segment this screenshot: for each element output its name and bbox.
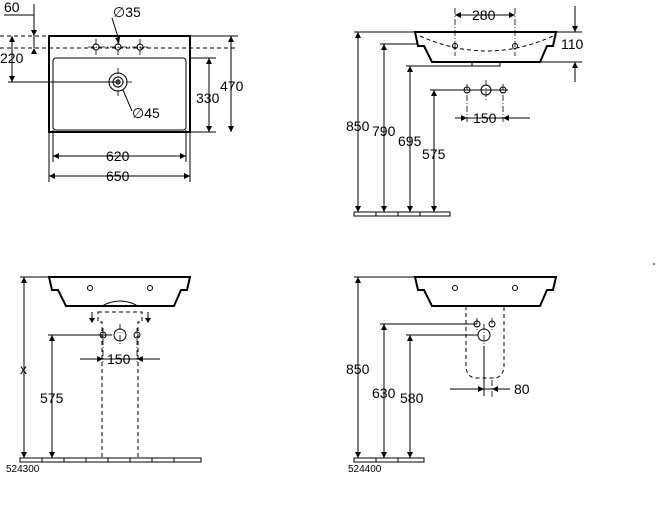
dim-330-label: 330 — [196, 90, 220, 106]
dim-575-label: 575 — [422, 146, 446, 162]
dim-60-label: 60 — [4, 0, 20, 15]
dim-x-label: x — [20, 361, 27, 377]
dim-850-label: 850 — [346, 118, 370, 134]
bowl-outline — [52, 57, 187, 131]
basin-elevation-3 — [413, 276, 558, 307]
dim-45-label: ∅45 — [132, 105, 160, 121]
dim-650-label: 650 — [106, 168, 130, 184]
semi-pedestal-view: 850 630 580 80 524400 — [346, 276, 558, 475]
semi-pedestal-outline — [465, 306, 505, 379]
dim-220-label: 220 — [0, 50, 24, 66]
dim-150b-label: 150 — [107, 351, 131, 367]
floor-line — [353, 211, 451, 217]
top-view: 60 ∅35 220 ∅45 330 470 620 — [0, 0, 244, 184]
dim-790-label: 790 — [372, 123, 396, 139]
pedestal-view: 150 x 575 524300 — [6, 276, 202, 475]
dim-470-label: 470 — [220, 78, 244, 94]
dim-575b-label: 575 — [40, 390, 64, 406]
dim-150-label: 150 — [473, 110, 497, 126]
article-code-524300: 524300 — [6, 464, 40, 475]
dim-110-label: 110 — [561, 36, 584, 52]
pedestal-outline — [97, 311, 143, 459]
article-code-524400: 524400 — [348, 464, 382, 475]
dim-35-label: ∅35 — [113, 4, 141, 20]
dim-850b-label: 850 — [346, 361, 370, 377]
basin-elevation-2 — [47, 276, 192, 307]
dim-620-label: 620 — [106, 148, 130, 164]
dim-630-label: 630 — [372, 385, 396, 401]
dim-695-label: 695 — [398, 133, 422, 149]
dim-80-label: 80 — [514, 381, 530, 397]
basin-elevation — [413, 31, 558, 63]
dim-280-label: 280 — [472, 7, 496, 23]
floor-line-3 — [353, 457, 425, 463]
dim-580-label: 580 — [400, 390, 424, 406]
side-view: 280 110 850 790 695 575 — [346, 6, 584, 217]
corner-dot — [653, 263, 655, 265]
floor-line-2 — [19, 457, 202, 463]
